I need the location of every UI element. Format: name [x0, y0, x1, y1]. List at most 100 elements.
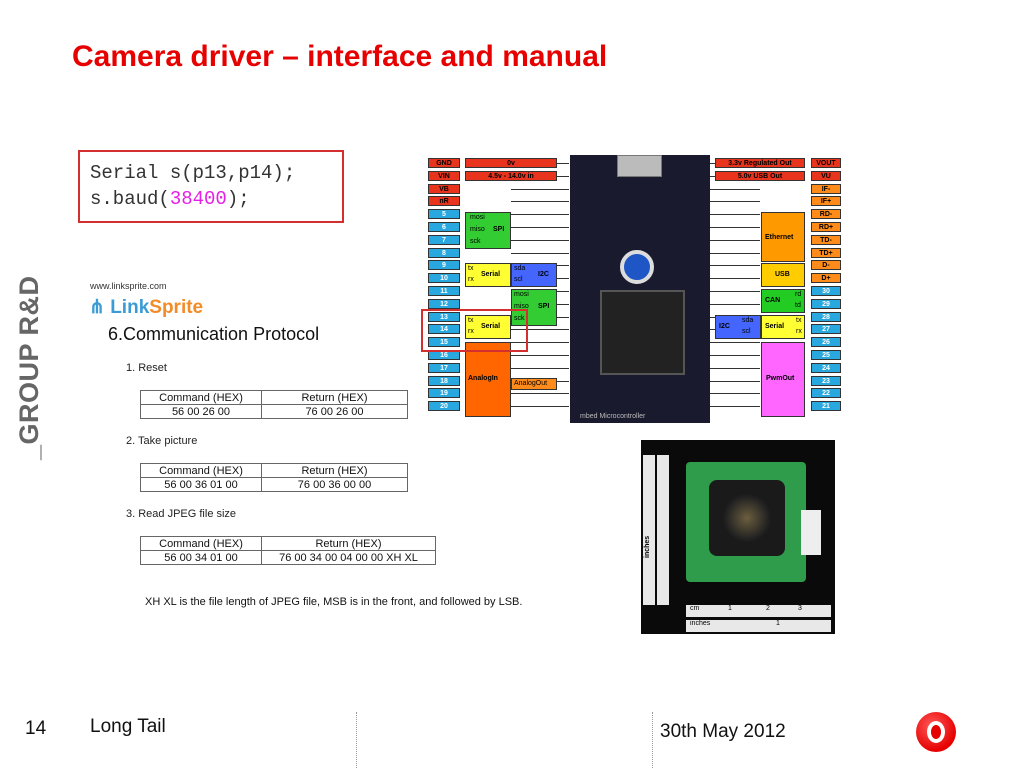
linksprite-logo-sprite: Sprite: [149, 297, 204, 318]
can-td: td: [795, 302, 801, 309]
can-title: CAN: [765, 297, 781, 304]
code-line-2-suffix: );: [226, 188, 250, 210]
right-pin-label: TD-: [811, 234, 841, 245]
pin-wire: [710, 265, 760, 267]
serial2-title: Serial: [481, 323, 501, 330]
take-picture-table: Command (HEX)Return (HEX) 56 00 36 01 00…: [140, 463, 408, 492]
footer-date: 30th May 2012: [660, 721, 786, 742]
left-pin-label: VB: [428, 183, 460, 194]
analog-out-block: AnalogOut: [511, 378, 557, 390]
spi-block-2: mosi miso sck SPI: [511, 289, 557, 326]
linksprite-logo: ⋔ LinkSprite: [89, 296, 203, 319]
right-pin-label: VOUT: [811, 158, 841, 168]
left-pin-label: 12: [428, 298, 460, 309]
pin-wire: [511, 355, 569, 356]
right-pin-label: 26: [811, 337, 841, 348]
spi2-sck: sck: [514, 315, 525, 322]
can-block: CAN rd td: [761, 289, 805, 313]
step-read-size-label: 3. Read JPEG file size: [126, 508, 237, 520]
table-header-command: Command (HEX): [140, 390, 262, 405]
serial3-rx: rx: [796, 328, 802, 335]
serial-block-1: tx rx Serial: [465, 263, 511, 287]
left-pin-label: 5: [428, 209, 460, 220]
left-pin-label: 7: [428, 234, 460, 245]
pin-wire: [710, 367, 760, 369]
left-pin-label: VIN: [428, 170, 460, 181]
spi2-miso: miso: [514, 303, 529, 310]
step-take-picture-label: 2. Take picture: [126, 435, 198, 447]
pin-wire: [710, 188, 760, 190]
mbed-board: [570, 155, 710, 423]
ruler-cm-tick-2: 2: [766, 605, 770, 612]
left-pin-label: GND: [428, 158, 460, 168]
ruler-inches-tick-1: 1: [776, 620, 780, 627]
pin-wire: [710, 239, 760, 241]
footer-left-text: Long Tail: [90, 716, 166, 737]
i2c2-scl: scl: [742, 328, 751, 335]
serial-block-2: tx rx Serial: [465, 315, 511, 339]
pin-wire: [710, 342, 760, 344]
pin-wire: [511, 393, 569, 395]
spi2-mosi: mosi: [514, 291, 529, 298]
left-pin-label: 18: [428, 375, 460, 386]
serial1-tx: tx: [468, 265, 474, 272]
left-power-label: 4.5v - 14.0v in: [465, 170, 557, 181]
ethernet-block: Ethernet: [761, 212, 805, 262]
right-pin-label: 30: [811, 286, 841, 296]
spi1-sck: sck: [470, 238, 481, 245]
pin-wire: [511, 252, 569, 254]
read-size-table: Command (HEX)Return (HEX) 56 00 34 01 00…: [140, 536, 436, 565]
right-pin-label: D+: [811, 273, 841, 284]
table-cell-command: 56 00 36 01 00: [140, 477, 262, 492]
left-power-label: 0v: [465, 158, 557, 168]
pwm-out-title: PwmOut: [766, 375, 795, 382]
pin-wire: [511, 342, 569, 344]
pin-wire: [710, 380, 760, 382]
table-cell-command: 56 00 34 01 00: [140, 550, 262, 565]
i2c1-scl: scl: [514, 276, 523, 283]
ruler-cm: cm 1 2 3: [686, 605, 831, 617]
spi1-title: SPI: [493, 226, 505, 233]
right-pin-label: RD-: [811, 209, 841, 220]
left-pin-label: 20: [428, 401, 460, 412]
footer-divider: [652, 712, 653, 768]
analog-in-block: AnalogIn: [465, 342, 511, 417]
right-power-label: 3.3v Regulated Out: [715, 158, 805, 168]
serial-pins-highlight: [421, 309, 528, 352]
analog-in-title: AnalogIn: [468, 375, 498, 382]
serial1-title: Serial: [481, 271, 501, 278]
table-cell-return: 76 00 26 00: [261, 404, 408, 419]
left-pin-label: 9: [428, 260, 460, 271]
page-number: 14: [25, 718, 47, 739]
table-header-command: Command (HEX): [140, 463, 262, 478]
step-reset-label: 1. Reset: [126, 362, 167, 374]
code-line-1: Serial s(p13,p14);: [90, 162, 296, 184]
pin-wire: [511, 406, 569, 408]
microcontroller-chip: [600, 290, 685, 375]
linksprite-logo-icon: ⋔: [89, 297, 105, 318]
left-pin-label: 13: [428, 311, 460, 322]
left-pin-label: 10: [428, 273, 460, 284]
pin-wire: [511, 214, 569, 216]
code-line-2: s.baud(38400);: [90, 186, 332, 212]
vodafone-logo: [916, 712, 956, 752]
table-header-return: Return (HEX): [261, 390, 408, 405]
ruler-vertical-inches: [643, 455, 655, 605]
right-pin-label: 25: [811, 350, 841, 360]
right-pin-label: IF+: [811, 196, 841, 207]
pin-wire: [710, 201, 760, 203]
table-header-command: Command (HEX): [140, 536, 262, 551]
pin-wire: [710, 252, 760, 254]
i2c1-sda: sda: [514, 265, 526, 272]
right-pin-label: 22: [811, 388, 841, 399]
left-pin-label: 6: [428, 222, 460, 232]
left-pin-label: nR: [428, 196, 460, 207]
camera-connector: [801, 510, 821, 555]
serial2-rx: rx: [468, 328, 474, 335]
table-header-return: Return (HEX): [261, 536, 436, 551]
left-pin-label: 19: [428, 388, 460, 399]
camera-lens: [722, 493, 772, 543]
i2c2-title: I2C: [719, 323, 730, 330]
pin-wire: [710, 214, 760, 216]
